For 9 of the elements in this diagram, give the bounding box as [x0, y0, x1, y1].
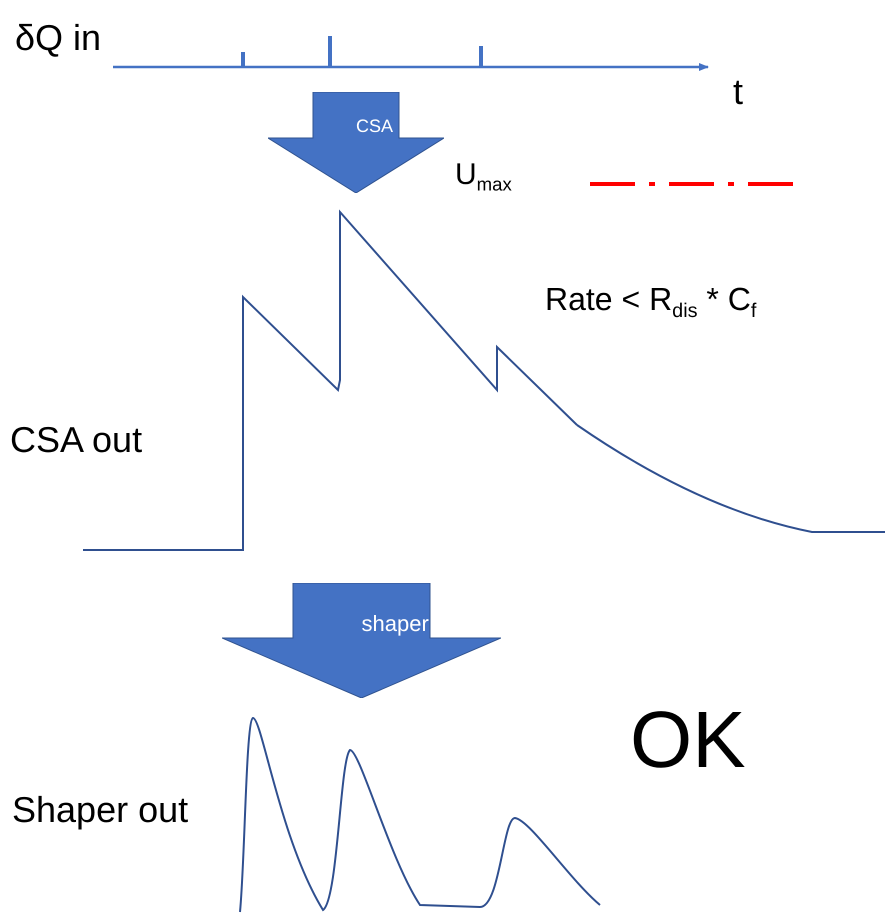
- result-text: OK: [630, 700, 746, 780]
- arrow-label: shaper: [362, 613, 429, 636]
- axis-label: t: [733, 74, 744, 110]
- csa-output-label: CSA out: [10, 422, 142, 458]
- threshold-label: U$_{max}$: [455, 160, 512, 194]
- shaper-output-label: Shaper out: [12, 792, 188, 828]
- arrow-label: CSA: [356, 117, 394, 136]
- input-label: δQ in: [15, 20, 102, 56]
- rate-condition-text: Rate < R$_{dis}$ * C$_{f}$: [545, 283, 756, 322]
